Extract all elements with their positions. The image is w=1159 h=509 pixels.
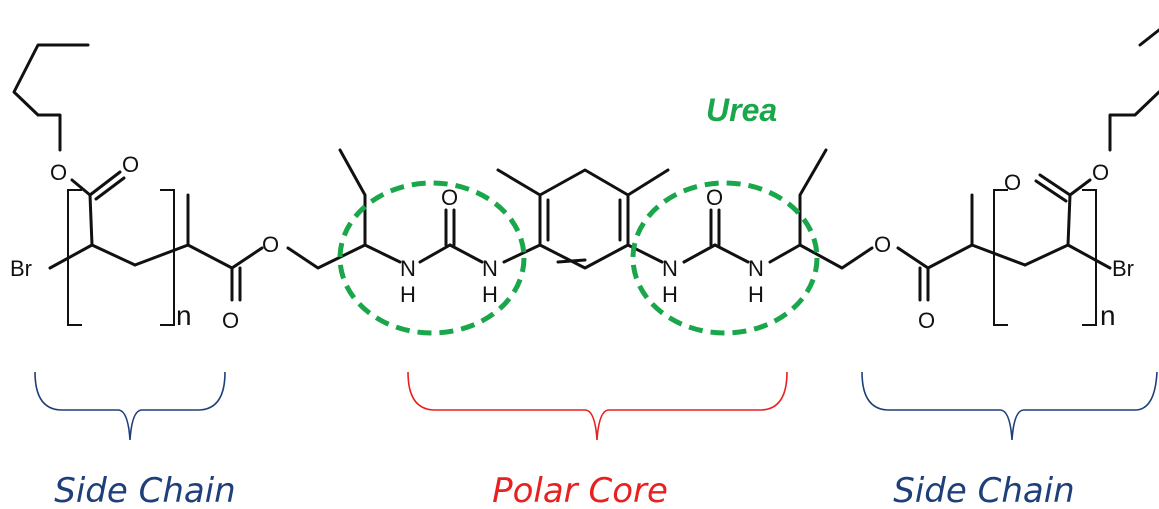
polar-core-brace (407, 371, 788, 441)
right-ester-oxygen: O (1092, 160, 1109, 185)
left-urea-highlight-circle (337, 180, 527, 336)
side-chain-label-left: Side Chain (54, 471, 235, 509)
right-bromine: Br (1112, 256, 1134, 281)
left-urea-hydrogen-1: H (400, 282, 416, 307)
left-backbone: Br O O n (10, 189, 279, 333)
left-urea-carbonyl-oxygen: O (441, 185, 458, 210)
right-repeat-bracket-close (1082, 189, 1097, 326)
right-ester2-carbonyl-oxygen: O (918, 308, 935, 333)
right-urea-nitrogen-2: N (748, 256, 764, 281)
right-urea-nitrogen-1: N (662, 256, 678, 281)
right-butyl-ester: O O (1004, 28, 1159, 247)
left-ester2-carbonyl-oxygen: O (222, 308, 239, 333)
right-backbone: O Br n (896, 189, 1134, 333)
side-chain-label-right: Side Chain (893, 471, 1074, 509)
left-urea-nitrogen-2: N (482, 256, 498, 281)
left-repeat-index: n (176, 300, 192, 331)
left-repeat-bracket-open (67, 189, 82, 326)
right-urea-carbonyl-oxygen: O (706, 185, 723, 210)
right-repeat-index: n (1100, 300, 1116, 331)
left-bromine: Br (10, 256, 32, 281)
polar-core-structure: N H O N H N H O N H O (286, 148, 891, 307)
left-ester2-oxygen: O (262, 232, 279, 257)
right-ester2-oxygen: O (874, 232, 891, 257)
left-urea-hydrogen-2: H (482, 282, 498, 307)
right-urea-highlight-circle (630, 180, 820, 336)
left-repeat-bracket-close (160, 189, 175, 326)
right-urea-hydrogen-1: H (662, 282, 678, 307)
left-side-chain-brace (34, 371, 226, 441)
urea-label: Urea (706, 92, 777, 128)
right-repeat-bracket-open (993, 189, 1008, 326)
left-urea-nitrogen-1: N (400, 256, 416, 281)
right-urea-hydrogen-2: H (748, 282, 764, 307)
polar-core-label: Polar Core (492, 471, 668, 509)
right-carbonyl-oxygen: O (1004, 170, 1021, 195)
left-carbonyl-oxygen: O (122, 152, 139, 177)
left-butyl-ester: O O (12, 43, 139, 247)
left-ester-oxygen: O (50, 160, 67, 185)
right-side-chain-brace (861, 371, 1158, 441)
